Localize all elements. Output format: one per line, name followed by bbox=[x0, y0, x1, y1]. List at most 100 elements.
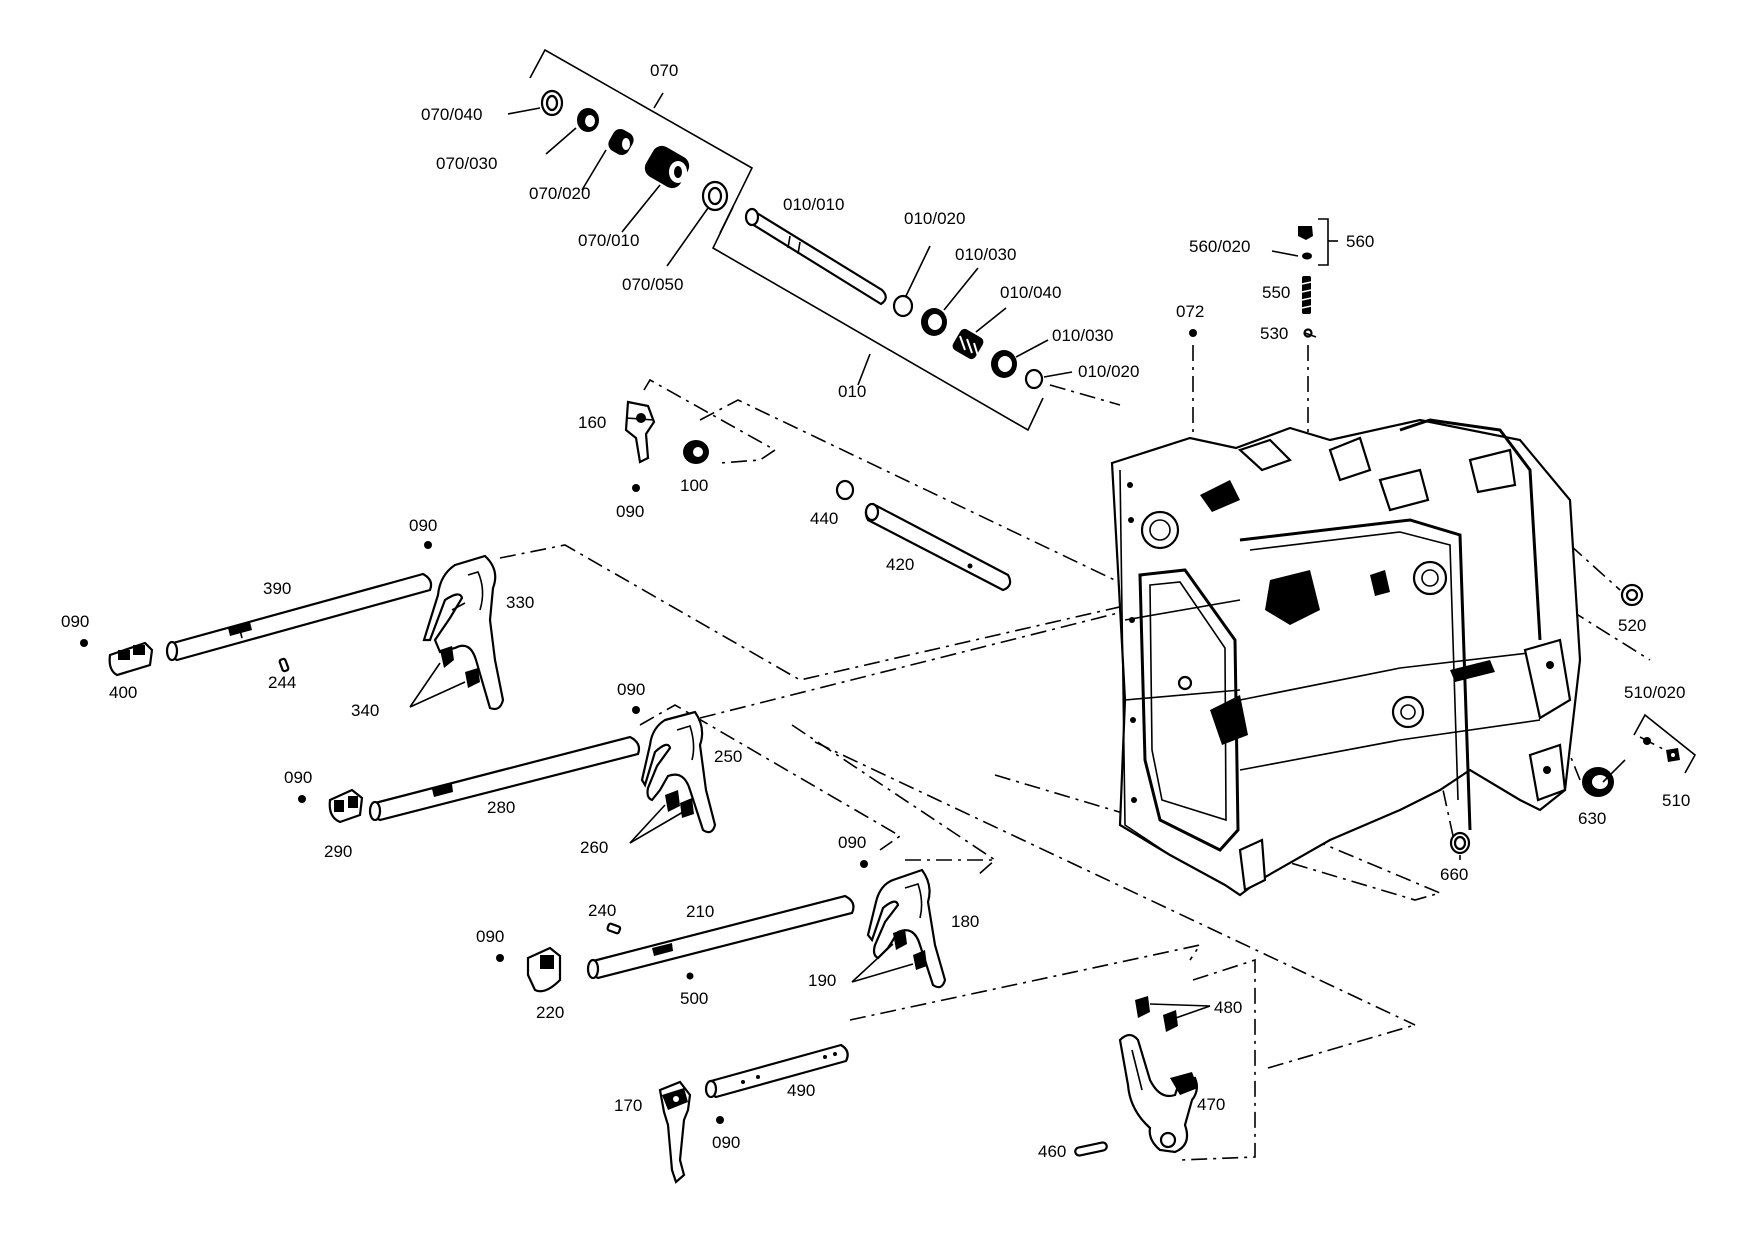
callout-090-e: 090 bbox=[284, 768, 312, 787]
part-560-plug[interactable] bbox=[1298, 226, 1313, 240]
part-630-seal-ring[interactable] bbox=[1582, 767, 1614, 797]
callout-560: 560 bbox=[1346, 232, 1374, 251]
part-390-shift-rod[interactable] bbox=[165, 572, 433, 662]
part-010-030-bearing-a[interactable] bbox=[921, 308, 947, 336]
part-510-plug[interactable] bbox=[1666, 748, 1680, 762]
transmission-housing[interactable] bbox=[1110, 418, 1582, 897]
part-220-selector[interactable] bbox=[526, 946, 562, 993]
part-290-selector[interactable] bbox=[328, 788, 364, 824]
callout-090-b: 090 bbox=[409, 516, 437, 535]
part-190-pad-b[interactable] bbox=[913, 950, 927, 970]
part-560-020-seal[interactable] bbox=[1271, 250, 1312, 260]
part-070-020-sleeve[interactable] bbox=[605, 126, 636, 158]
part-170-lever[interactable] bbox=[658, 1080, 692, 1184]
part-340-pad-b[interactable] bbox=[465, 668, 480, 688]
part-010-040-spring[interactable] bbox=[951, 327, 986, 361]
callout-290: 290 bbox=[324, 842, 352, 861]
part-520-ring[interactable] bbox=[1620, 583, 1644, 607]
callout-460: 460 bbox=[1038, 1142, 1066, 1161]
callout-244: 244 bbox=[268, 673, 296, 692]
part-100-bushing[interactable] bbox=[683, 440, 709, 464]
part-210-shift-rod[interactable] bbox=[586, 894, 855, 980]
callout-072: 072 bbox=[1176, 302, 1204, 321]
callout-100: 100 bbox=[680, 476, 708, 495]
callout-500: 500 bbox=[680, 989, 708, 1008]
leader-lines-010 bbox=[905, 245, 1073, 378]
callout-280: 280 bbox=[487, 798, 515, 817]
callout-160: 160 bbox=[578, 413, 606, 432]
leader-lines-480 bbox=[1149, 1003, 1211, 1021]
part-250-shift-fork[interactable] bbox=[640, 710, 717, 834]
part-190-pad-a[interactable] bbox=[893, 929, 907, 950]
callout-070: 070 bbox=[650, 61, 678, 80]
part-090-detent-g[interactable] bbox=[496, 954, 504, 962]
callout-090-a: 090 bbox=[616, 502, 644, 521]
part-090-detent-d[interactable] bbox=[632, 706, 640, 714]
part-160-lever[interactable] bbox=[624, 400, 656, 464]
part-090-detent-e[interactable] bbox=[298, 795, 306, 803]
callout-labels: 070 070/040 070/030 070/020 070/010 070/… bbox=[61, 61, 1690, 1161]
group-560-bracket bbox=[1318, 218, 1338, 266]
part-090-detent-h[interactable] bbox=[716, 1116, 724, 1124]
callout-180: 180 bbox=[951, 912, 979, 931]
callout-390: 390 bbox=[263, 579, 291, 598]
part-010-020-ring-b[interactable] bbox=[1024, 368, 1044, 390]
part-072-plug[interactable] bbox=[1189, 329, 1197, 337]
callout-220: 220 bbox=[536, 1003, 564, 1022]
part-460-pin[interactable] bbox=[1074, 1141, 1108, 1157]
callout-070-050: 070/050 bbox=[622, 275, 683, 294]
callout-550: 550 bbox=[1262, 283, 1290, 302]
part-510-020-seal[interactable] bbox=[1643, 737, 1651, 745]
part-070-050-ring[interactable] bbox=[701, 180, 729, 212]
part-070-040-ring[interactable] bbox=[540, 89, 564, 117]
part-260-pad-b[interactable] bbox=[680, 798, 694, 818]
callout-470: 470 bbox=[1197, 1095, 1225, 1114]
leader-lines-340 bbox=[409, 662, 466, 708]
part-070-030-ring[interactable] bbox=[577, 108, 599, 132]
group-010-bracket bbox=[711, 206, 1044, 432]
callout-010-030-a: 010/030 bbox=[955, 245, 1016, 264]
callout-190: 190 bbox=[808, 971, 836, 990]
callout-010-040: 010/040 bbox=[1000, 283, 1061, 302]
part-470-shift-fork[interactable] bbox=[1118, 1033, 1199, 1154]
part-280-shift-rod[interactable] bbox=[368, 735, 641, 822]
part-480-pad-b[interactable] bbox=[1163, 1010, 1178, 1032]
part-490-shaft[interactable] bbox=[704, 1043, 849, 1099]
callout-leaders bbox=[1304, 332, 1626, 860]
callout-010: 010 bbox=[838, 382, 866, 401]
part-340-pad-a[interactable] bbox=[440, 646, 454, 668]
callout-090-h: 090 bbox=[712, 1133, 740, 1152]
callout-090-g: 090 bbox=[476, 927, 504, 946]
part-010-020-ring-a[interactable] bbox=[892, 294, 914, 318]
part-244-pin[interactable] bbox=[278, 657, 290, 673]
part-090-detent-f[interactable] bbox=[860, 860, 868, 868]
part-420-shaft[interactable] bbox=[864, 502, 1012, 592]
part-010-030-bearing-b[interactable] bbox=[991, 350, 1017, 378]
part-090-detent-a[interactable] bbox=[632, 484, 640, 492]
part-010-010-shaft[interactable] bbox=[744, 207, 887, 306]
part-070-010-bearing[interactable] bbox=[641, 142, 693, 191]
part-550-spring[interactable] bbox=[1301, 276, 1312, 314]
part-660-ring[interactable] bbox=[1449, 831, 1471, 855]
leader-lines-190 bbox=[851, 943, 914, 983]
part-500-ball[interactable] bbox=[686, 972, 694, 980]
part-480-pad-a[interactable] bbox=[1135, 996, 1150, 1018]
callout-510-020: 510/020 bbox=[1624, 683, 1685, 702]
part-240-pin[interactable] bbox=[606, 922, 622, 935]
callout-240: 240 bbox=[588, 901, 616, 920]
part-180-shift-fork[interactable] bbox=[866, 868, 947, 989]
callout-400: 400 bbox=[109, 683, 137, 702]
part-090-detent-c[interactable] bbox=[80, 639, 88, 647]
callout-210: 210 bbox=[686, 902, 714, 921]
part-260-pad-a[interactable] bbox=[665, 790, 680, 812]
part-090-detent-b[interactable] bbox=[424, 541, 432, 549]
callout-010-010: 010/010 bbox=[783, 195, 844, 214]
part-330-shift-fork[interactable] bbox=[422, 554, 505, 711]
callout-070-030: 070/030 bbox=[436, 154, 497, 173]
callout-070-010: 070/010 bbox=[578, 231, 639, 250]
callout-480: 480 bbox=[1214, 998, 1242, 1017]
part-440-ring[interactable] bbox=[835, 479, 855, 501]
part-400-selector[interactable] bbox=[108, 641, 154, 677]
leader-lines-260 bbox=[629, 804, 684, 844]
